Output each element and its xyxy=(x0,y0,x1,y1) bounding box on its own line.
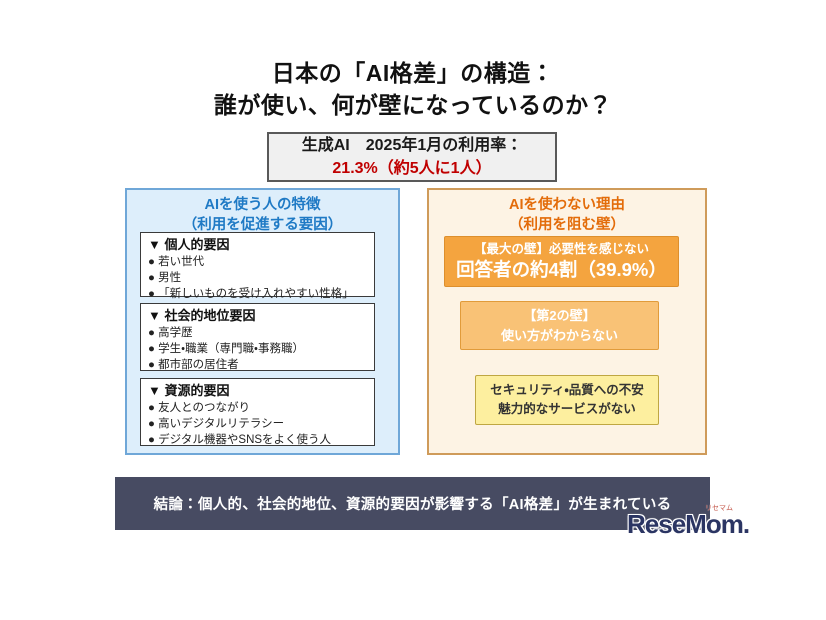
biggest-barrier-box: 【最大の壁】必要性を感じない 回答者の約4割（39.9%） xyxy=(444,236,679,287)
ai-users-header-line1: AIを使う人の特徴 xyxy=(204,197,321,213)
page-title-line1: 日本の「AI格差」の構造： xyxy=(271,60,555,86)
second-barrier-label: 【第2の壁】 xyxy=(523,308,596,323)
factor-item: ● 高学歴 xyxy=(148,326,193,339)
other-barrier-box: セキュリティ・品質への不安 魅力的なサービスがない xyxy=(475,375,659,425)
second-barrier-box: 【第2の壁】 使い方がわからない xyxy=(460,301,659,350)
usage-rate-label: 生成AI 2025年1月の利用率： xyxy=(301,137,523,154)
resemom-logo-text: ReseMom. xyxy=(627,509,750,539)
factor-item: ● 若い世代 xyxy=(148,255,205,268)
factor-item: ● 男性 xyxy=(148,271,182,284)
ai-nonusers-header-line1: AIを使わない理由 xyxy=(509,197,625,213)
ai-users-panel-header: AIを使う人の特徴 （利用を促進する要因） xyxy=(127,196,398,235)
ai-nonusers-panel: AIを使わない理由 （利用を阻む壁） 【最大の壁】必要性を感じない 回答者の約4… xyxy=(427,188,707,455)
social-status-factors-heading: ▼ 社会的地位要因 xyxy=(148,308,256,323)
usage-rate-box: 生成AI 2025年1月の利用率： 21.3%（約5人に1人） xyxy=(267,132,557,182)
conclusion-bar: 結論：個人的、社会的地位、資源的要因が影響する「AI格差」が生まれている xyxy=(115,477,710,530)
biggest-barrier-label: 【最大の壁】必要性を感じない xyxy=(473,242,649,257)
other-barrier-line2: 魅力的なサービスがない xyxy=(498,402,636,416)
biggest-barrier-value: 回答者の約4割（39.9%） xyxy=(456,258,667,280)
resemom-logo: リセマム ReseMom. xyxy=(627,503,777,543)
factor-item: ● 友人とのつながり xyxy=(148,401,251,414)
personal-factors-box: ▼ 個人的要因 ● 若い世代 ● 男性 ● 「新しいものを受け入れやすい性格」 xyxy=(140,232,375,300)
ai-users-panel: AIを使う人の特徴 （利用を促進する要因） ▼ 個人的要因 ● 若い世代 ● 男… xyxy=(125,188,400,455)
other-barrier-line1: セキュリティ・品質への不安 xyxy=(490,383,644,398)
page-title-line2: 誰が使い、何が壁になっているのか？ xyxy=(213,91,613,118)
personal-factors-heading: ▼ 個人的要因 xyxy=(148,237,230,252)
usage-rate-value: 21.3%（約5人に1人） xyxy=(332,159,492,177)
resemom-logo-furigana: リセマム xyxy=(705,505,733,512)
factor-item: ● デジタル機器やSNSをよく使う人 xyxy=(148,433,332,446)
ai-nonusers-header-line2: （利用を阻む壁） xyxy=(509,216,625,233)
second-barrier-text: 使い方がわからない xyxy=(500,327,618,343)
factor-item: ● 「新しいものを受け入れやすい性格」 xyxy=(148,287,354,300)
ai-nonusers-panel-header: AIを使わない理由 （利用を阻む壁） xyxy=(429,196,705,235)
conclusion-text: 結論：個人的、社会的地位、資源的要因が影響する「AI格差」が生まれている xyxy=(153,497,672,513)
page-title: 日本の「AI格差」の構造： 誰が使い、何が壁になっているのか？ xyxy=(0,58,826,121)
resource-factors-box: ▼ 資源的要因 ● 友人とのつながり ● 高いデジタルリテラシー ● デジタル機… xyxy=(140,378,375,446)
ai-users-header-line2: （利用を促進する要因） xyxy=(182,216,343,233)
social-status-factors-box: ▼ 社会的地位要因 ● 高学歴 ● 学生・職業（専門職・事務職） ● 都市部の居… xyxy=(140,303,375,371)
factor-item: ● 都市部の居住者 xyxy=(148,358,239,371)
resource-factors-heading: ▼ 資源的要因 xyxy=(148,383,230,398)
factor-item: ● 高いデジタルリテラシー xyxy=(148,417,285,430)
factor-item: ● 学生・職業（専門職・事務職） xyxy=(148,342,304,355)
